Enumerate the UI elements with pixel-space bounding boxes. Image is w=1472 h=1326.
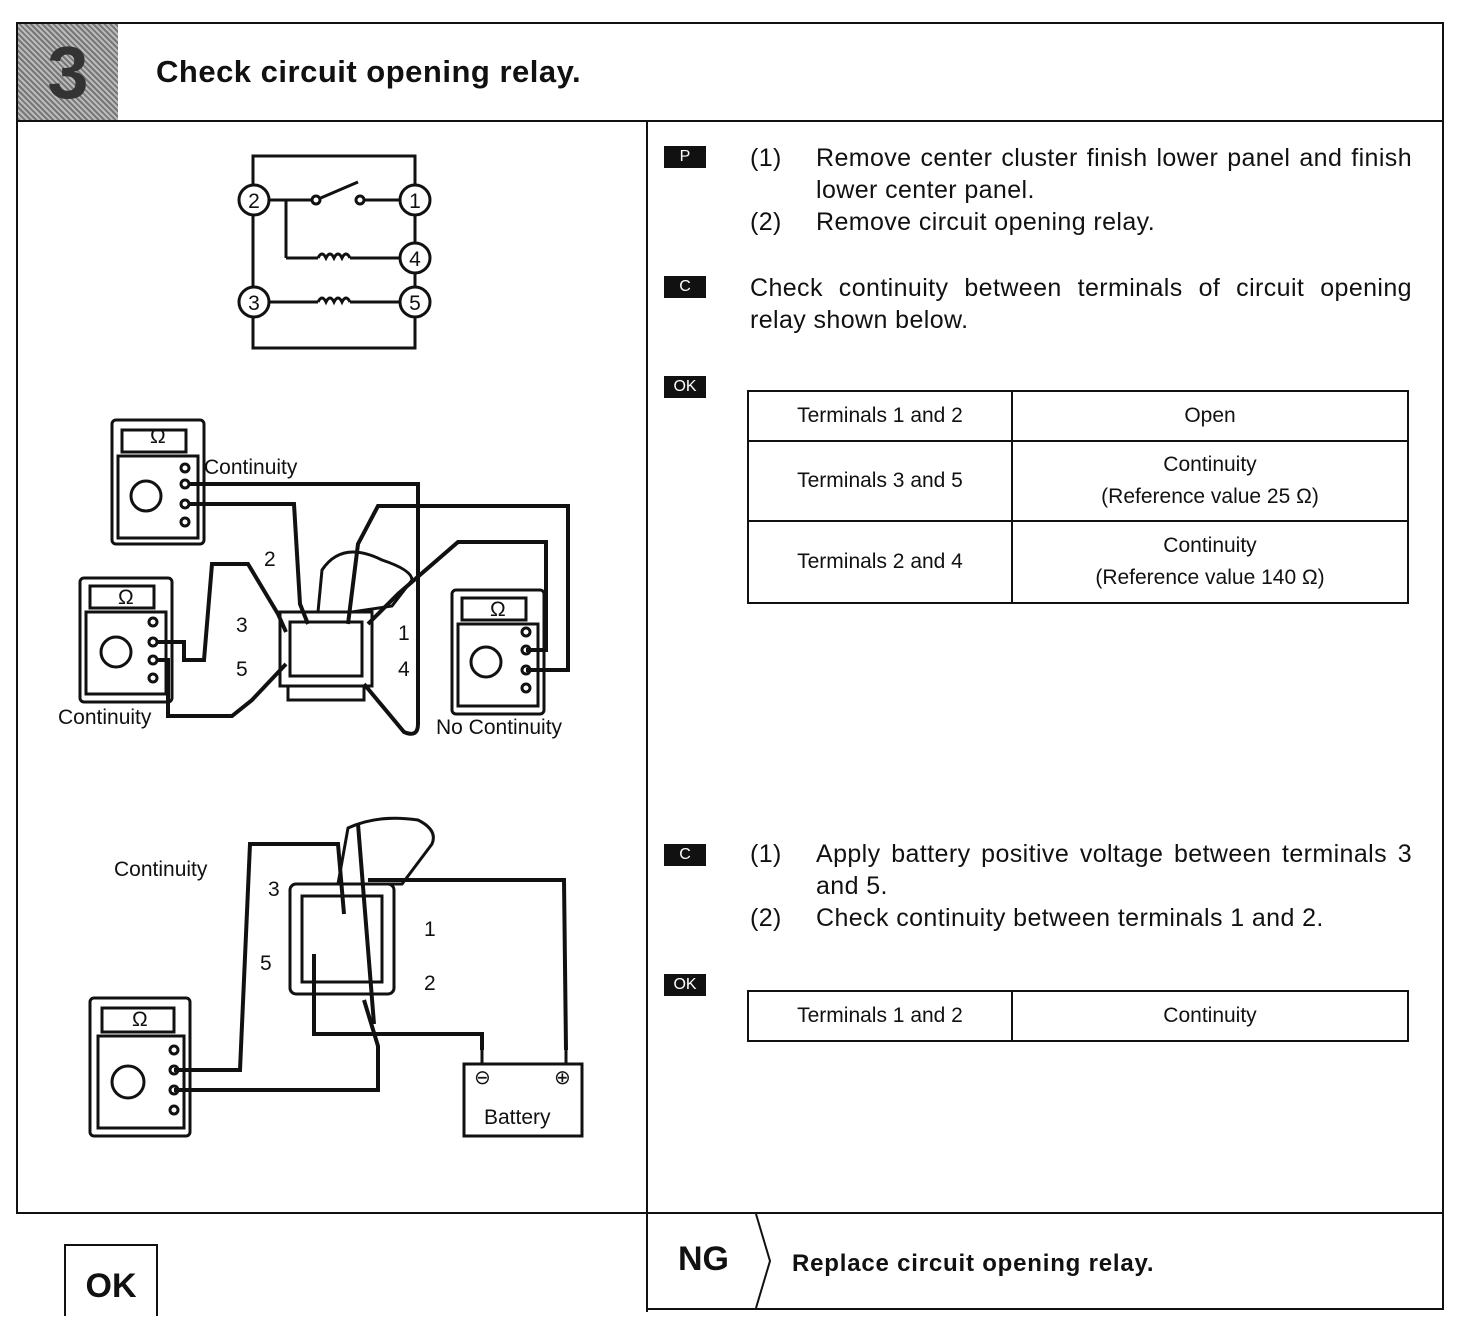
- ng-action: Replace circuit opening relay.: [792, 1250, 1155, 1277]
- table-cell-result: Continuity (Reference value 25 Ω): [1011, 440, 1409, 522]
- reference-value: (Reference value 25 Ω): [1101, 485, 1319, 508]
- terminal-3-circle: [237, 285, 271, 319]
- schematic-label-1: 1: [409, 190, 421, 213]
- continuity-spec-table: Terminals 1 and 2 Open Terminals 3 and 5…: [747, 390, 1409, 604]
- fig1-terminal-4: 4: [398, 658, 410, 681]
- table-cell-terminals: Terminals 1 and 2: [747, 990, 1013, 1042]
- result-text: Continuity: [1163, 534, 1257, 557]
- ng-result-frame: [646, 1212, 1444, 1310]
- table-cell-terminals: Terminals 3 and 5: [747, 440, 1013, 522]
- coil-3-5-icon: [316, 296, 352, 306]
- fig2-terminal-2: 2: [424, 972, 436, 995]
- battery-test-wires: [174, 823, 568, 1092]
- table-cell-terminals: Terminals 2 and 4: [747, 520, 1013, 604]
- table-row: Terminals 1 and 2 Continuity: [747, 990, 1409, 1042]
- relay-test-illustration: 2 1 4 3 5: [58, 154, 584, 1138]
- continuity-test-figure: [78, 418, 570, 736]
- check-continuity-instruction: Check continuity between terminals of ci…: [750, 274, 1412, 334]
- omega-right: Ω: [490, 598, 506, 621]
- meter-right-label: No Continuity: [436, 716, 563, 739]
- omega-top: Ω: [150, 425, 166, 448]
- step-remove-relay-number: (2): [750, 208, 782, 236]
- step-check-continuity-number: (2): [750, 904, 782, 932]
- battery-spec-table: Terminals 1 and 2 Continuity: [747, 990, 1409, 1042]
- battery-positive-icon: ⊕: [554, 1067, 571, 1089]
- terminal-4-circle: [398, 241, 432, 275]
- step-remove-panels: (1) Remove center cluster finish lower p…: [750, 142, 1412, 238]
- step-remove-panels-text: Remove center cluster finish lower panel…: [816, 144, 1412, 204]
- schematic-label-5: 5: [409, 292, 421, 315]
- result-text: Continuity: [1163, 453, 1257, 476]
- terminal-5-circle: [398, 285, 432, 319]
- ng-label: NG: [678, 1240, 729, 1278]
- coil-2-4-icon: [316, 252, 352, 262]
- omega-bottom: Ω: [132, 1008, 148, 1031]
- fig2-terminal-3: 3: [268, 878, 280, 901]
- tag-p: P: [664, 146, 706, 168]
- battery-test-figure: [88, 816, 584, 1138]
- battery-negative-icon: ⊖: [474, 1067, 491, 1089]
- table-cell-result: Continuity (Reference value 140 Ω): [1011, 520, 1409, 604]
- battery-icon: [462, 1050, 584, 1138]
- probe-wires: [157, 482, 570, 736]
- terminal-2-circle: [237, 183, 271, 217]
- terminal-1-circle: [398, 183, 432, 217]
- step-apply-voltage-number: (1): [750, 840, 782, 868]
- table-cell-terminals: Terminals 1 and 2: [747, 390, 1013, 442]
- table-cell-result: Open: [1011, 390, 1409, 442]
- schematic-label-2: 2: [248, 190, 260, 213]
- step-remove-panels-number: (1): [750, 144, 782, 172]
- step-check-continuity-text: Check continuity between terminals 1 and…: [816, 904, 1324, 932]
- step-apply-voltage-text: Apply battery positive voltage between t…: [816, 840, 1412, 900]
- step-header: 3 Check circuit opening relay.: [16, 22, 1444, 122]
- tag-ok-first: OK: [664, 376, 706, 398]
- tag-c-first: C: [664, 276, 706, 298]
- step-remove-relay-text: Remove circuit opening relay.: [816, 208, 1156, 236]
- fig2-terminal-5: 5: [260, 952, 272, 975]
- table-row: Terminals 3 and 5 Continuity (Reference …: [747, 440, 1409, 522]
- relay-schematic: [251, 154, 417, 350]
- battery-check-steps: (1) Apply battery positive voltage betwe…: [750, 838, 1412, 934]
- schematic-label-4: 4: [409, 248, 421, 271]
- fig1-terminal-3: 3: [236, 614, 248, 637]
- fig2-terminal-1: 1: [424, 918, 436, 941]
- omega-left: Ω: [118, 586, 134, 609]
- fig2-meter-label: Continuity: [114, 858, 208, 881]
- reference-value: (Reference value 140 Ω): [1095, 566, 1325, 589]
- ohmmeter-top-icon: [110, 418, 206, 546]
- tag-ok-second: OK: [664, 974, 706, 996]
- meter-left-label: Continuity: [58, 706, 152, 729]
- table-row: Terminals 2 and 4 Continuity (Reference …: [747, 520, 1409, 604]
- table-cell-result: Continuity: [1011, 990, 1409, 1042]
- fig1-terminal-5: 5: [236, 658, 248, 681]
- result-text: Open: [1184, 404, 1236, 427]
- ok-result-tab: OK: [64, 1244, 158, 1316]
- battery-label: Battery: [484, 1106, 551, 1129]
- fig1-terminal-1: 1: [398, 622, 410, 645]
- page-title: Check circuit opening relay.: [156, 54, 582, 89]
- column-divider: [646, 122, 648, 1312]
- fig1-terminal-2: 2: [264, 548, 276, 571]
- chevron-right-icon: [755, 1214, 772, 1308]
- step-number-badge: 3: [18, 24, 118, 120]
- table-row: Terminals 1 and 2 Open: [747, 390, 1409, 442]
- meter-top-label: Continuity: [204, 456, 298, 479]
- tag-c-second: C: [664, 844, 706, 866]
- step-number: 3: [47, 31, 89, 114]
- schematic-label-3: 3: [248, 292, 260, 315]
